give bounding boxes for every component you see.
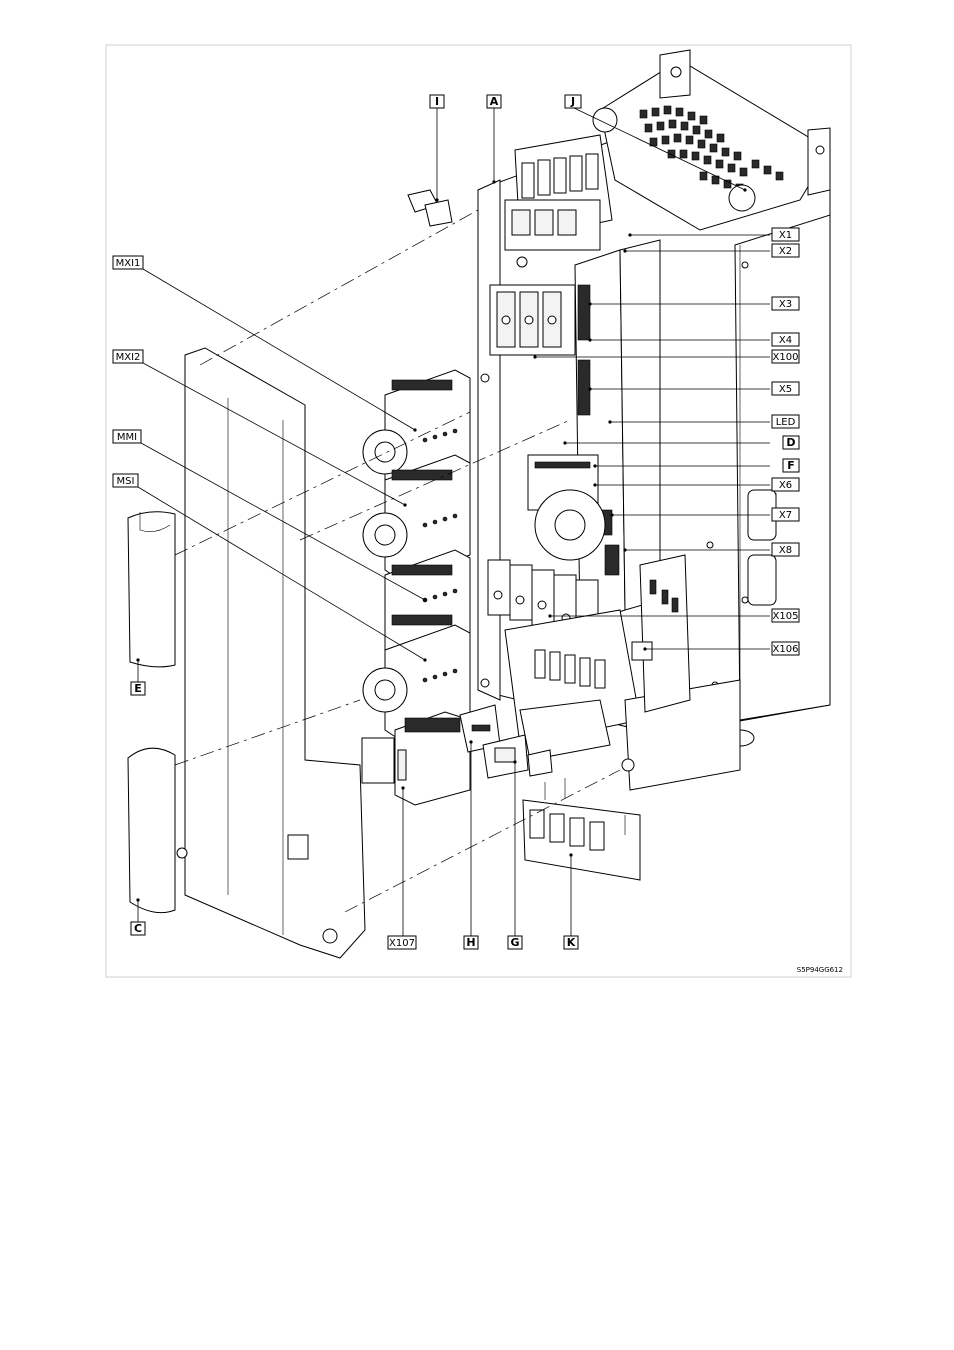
label-x7: X7 (771, 507, 800, 522)
label-k: K (563, 935, 579, 950)
drawing-frame (105, 44, 852, 978)
module-mxi2 (362, 454, 471, 581)
svg-text:K: K (567, 936, 576, 949)
svg-text:MXI2: MXI2 (116, 352, 141, 363)
label-x4: X4 (771, 332, 800, 347)
lower-terminal-rack (534, 649, 606, 689)
label-g: G (507, 935, 523, 950)
figure-code: S5P94GG612 (797, 966, 843, 974)
label-mmi: MMI (112, 429, 142, 444)
clip-part-i (407, 189, 453, 227)
label-x100: X100 (771, 349, 800, 364)
label-mxi1: MXI1 (112, 255, 144, 270)
label-d: D (782, 435, 800, 450)
label-x105: X105 (771, 608, 800, 623)
callout-labels: I A J X1 X2 X3 X4 X100 (112, 94, 800, 950)
label-x1: X1 (771, 227, 800, 242)
label-e: E (130, 681, 146, 696)
bracket-k (522, 778, 641, 881)
svg-text:X5: X5 (779, 384, 792, 395)
svg-text:X100: X100 (773, 352, 799, 363)
label-x5: X5 (771, 381, 800, 396)
leader-lines (136, 107, 777, 936)
part-g (482, 734, 553, 779)
svg-text:X105: X105 (773, 611, 799, 622)
svg-text:MSI: MSI (117, 476, 135, 487)
svg-text:I: I (435, 95, 439, 108)
svg-text:E: E (134, 682, 142, 695)
label-x106: X106 (771, 641, 800, 656)
svg-text:X107: X107 (389, 938, 415, 949)
label-x2: X2 (771, 243, 800, 258)
label-led: LED (771, 414, 800, 429)
svg-text:LED: LED (776, 417, 796, 428)
label-msi: MSI (112, 473, 139, 488)
svg-text:X1: X1 (779, 230, 792, 241)
svg-text:J: J (570, 95, 575, 108)
svg-text:D: D (786, 436, 795, 449)
svg-text:A: A (490, 95, 499, 108)
heatsink-grille (639, 105, 784, 193)
label-x6: X6 (771, 477, 800, 492)
main-housing (477, 49, 831, 791)
svg-text:X3: X3 (779, 299, 792, 310)
label-f: F (782, 458, 800, 473)
label-x107: X107 (387, 935, 417, 950)
label-i: I (429, 94, 445, 109)
label-x3: X3 (771, 296, 800, 311)
label-mxi2: MXI2 (112, 349, 144, 364)
cover-c (127, 747, 176, 914)
svg-text:X6: X6 (779, 480, 792, 491)
power-terminals-top (521, 153, 599, 199)
svg-text:F: F (787, 459, 795, 472)
svg-text:H: H (466, 936, 475, 949)
label-x8: X8 (771, 542, 800, 557)
label-a: A (486, 94, 502, 109)
terminal-block-x107 (361, 711, 471, 806)
label-c: C (130, 921, 146, 936)
svg-text:C: C (134, 922, 142, 935)
svg-text:X8: X8 (779, 545, 792, 556)
front-cover (176, 347, 366, 959)
option-modules (362, 369, 471, 741)
svg-text:X4: X4 (779, 335, 792, 346)
svg-text:MXI1: MXI1 (116, 258, 141, 269)
svg-text:MMI: MMI (117, 432, 137, 443)
label-j: J (564, 94, 582, 109)
assembly-lines (174, 209, 621, 913)
label-h: H (463, 935, 479, 950)
cover-e (127, 511, 176, 668)
svg-text:G: G (510, 936, 519, 949)
svg-text:X7: X7 (779, 510, 792, 521)
svg-text:X2: X2 (779, 246, 792, 257)
svg-text:X106: X106 (773, 644, 799, 655)
